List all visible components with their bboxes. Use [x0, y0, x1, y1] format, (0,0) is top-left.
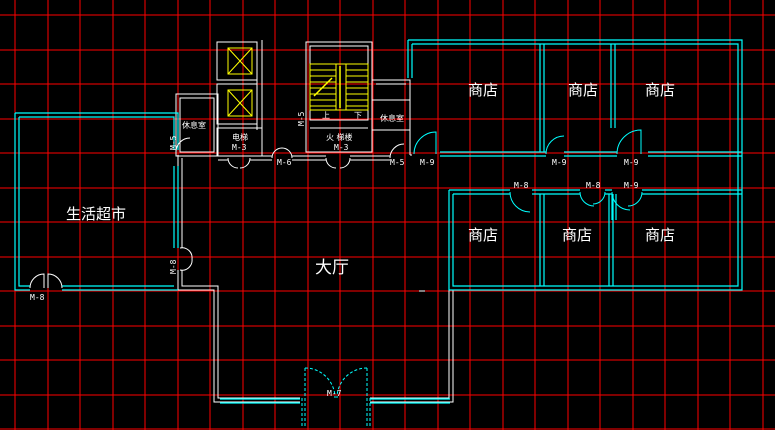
- door-tag-m8-left: M-8: [30, 293, 45, 302]
- door-tag-m8-vert: M-8: [169, 259, 178, 274]
- label-hall: 大厅: [315, 258, 349, 278]
- label-shop-5: 商店: [562, 226, 592, 244]
- label-shop-6: 商店: [645, 226, 675, 244]
- label-shop-4: 商店: [468, 226, 498, 244]
- outer-walls: [14, 39, 743, 404]
- label-shop-1: 商店: [468, 81, 498, 99]
- door-tag-m3-right: M-3: [334, 143, 349, 152]
- label-shop-3: 商店: [645, 81, 675, 99]
- label-elevator-room: 电梯: [232, 132, 248, 142]
- label-rest-room-left: 休息室: [182, 120, 206, 130]
- label-supermarket: 生活超市: [66, 205, 126, 223]
- stair-icon: [309, 63, 369, 111]
- door-tag-m8-a: M-8: [514, 181, 529, 190]
- main-entrance-door[interactable]: [301, 367, 371, 428]
- label-stair-down: 下: [354, 111, 362, 120]
- door-tag-m8-b: M-8: [586, 181, 601, 190]
- door-swings: [29, 137, 405, 289]
- door-tag-m9-c: M-9: [624, 158, 639, 167]
- label-rest-room-right: 休息室: [380, 113, 404, 123]
- door-tag-m5-vert-stair: M-5: [297, 111, 306, 126]
- door-swings-cyan: [413, 129, 643, 213]
- door-tag-m5: M-5: [390, 158, 405, 167]
- door-tag-m9-d: M-9: [624, 181, 639, 190]
- door-tag-m9-b: M-9: [552, 158, 567, 167]
- elevator-icon: [227, 47, 253, 117]
- door-tag-m5-vert-left: M-5: [169, 135, 178, 150]
- label-shop-2: 商店: [568, 81, 598, 99]
- door-tag-m3-left: M-3: [232, 143, 247, 152]
- door-tag-m6: M-6: [277, 158, 292, 167]
- door-tag-m7: M-7: [327, 389, 342, 398]
- label-fire-stair: 火 梯楼: [326, 132, 353, 142]
- door-tag-m9-a: M-9: [420, 158, 435, 167]
- label-stair-up: 上: [322, 111, 330, 120]
